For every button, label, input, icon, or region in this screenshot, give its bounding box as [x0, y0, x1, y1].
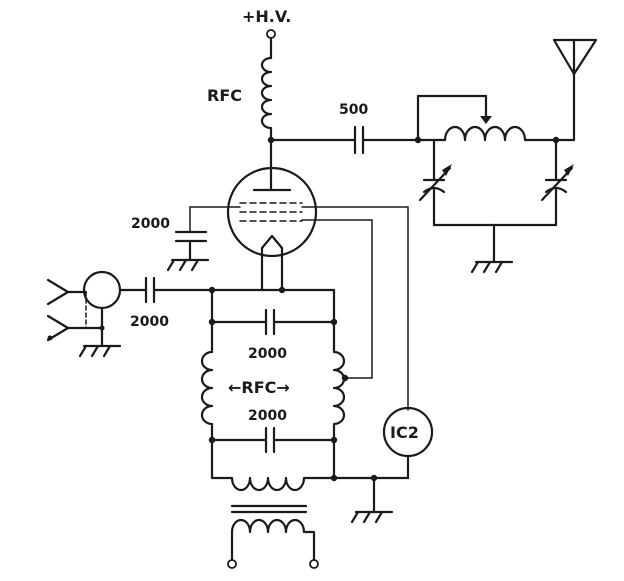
rfc-top-inductor: [260, 56, 273, 187]
vacuum-tube: [226, 166, 318, 258]
hv-label: +H.V.: [242, 7, 291, 26]
grid-lead-left: [189, 206, 241, 233]
cap-2000-upper-label: 2000: [248, 346, 287, 362]
cap-2000-input-label: 2000: [130, 314, 169, 330]
grid-bypass-capacitor: [166, 230, 210, 272]
hv-terminal: [266, 29, 276, 60]
rfc-top-label: RFC: [207, 86, 242, 105]
upper-bypass-capacitor: [210, 308, 336, 336]
screen-lead: [301, 206, 409, 411]
tank-right-variable-capacitor: [540, 138, 574, 227]
lower-bypass-capacitor: [208, 426, 338, 480]
cap-2000-lower-label: 2000: [248, 408, 287, 424]
rfc-mid-right-inductor: [332, 350, 346, 442]
cap-2000-grid-label: 2000: [131, 216, 170, 232]
tank-left-variable-capacitor: [418, 138, 452, 227]
tank-ground: [432, 223, 558, 274]
ic2-label: IC2: [390, 423, 419, 442]
input-coax-connector: [46, 270, 122, 358]
input-coupling-capacitor: [144, 276, 156, 304]
rfc-mid-label: ←RFC→: [228, 378, 290, 397]
suppressor-lead: [301, 219, 373, 379]
antenna-icon: [552, 38, 598, 142]
cap-500-capacitor: [353, 125, 365, 155]
filament-transformer: [210, 474, 410, 569]
ic2-meter: [382, 406, 434, 480]
tank-network: [414, 94, 576, 144]
rfc-mid-left-inductor: [200, 350, 214, 442]
rfc-tap-junction: [341, 374, 349, 382]
cap-500-label: 500: [339, 102, 368, 118]
